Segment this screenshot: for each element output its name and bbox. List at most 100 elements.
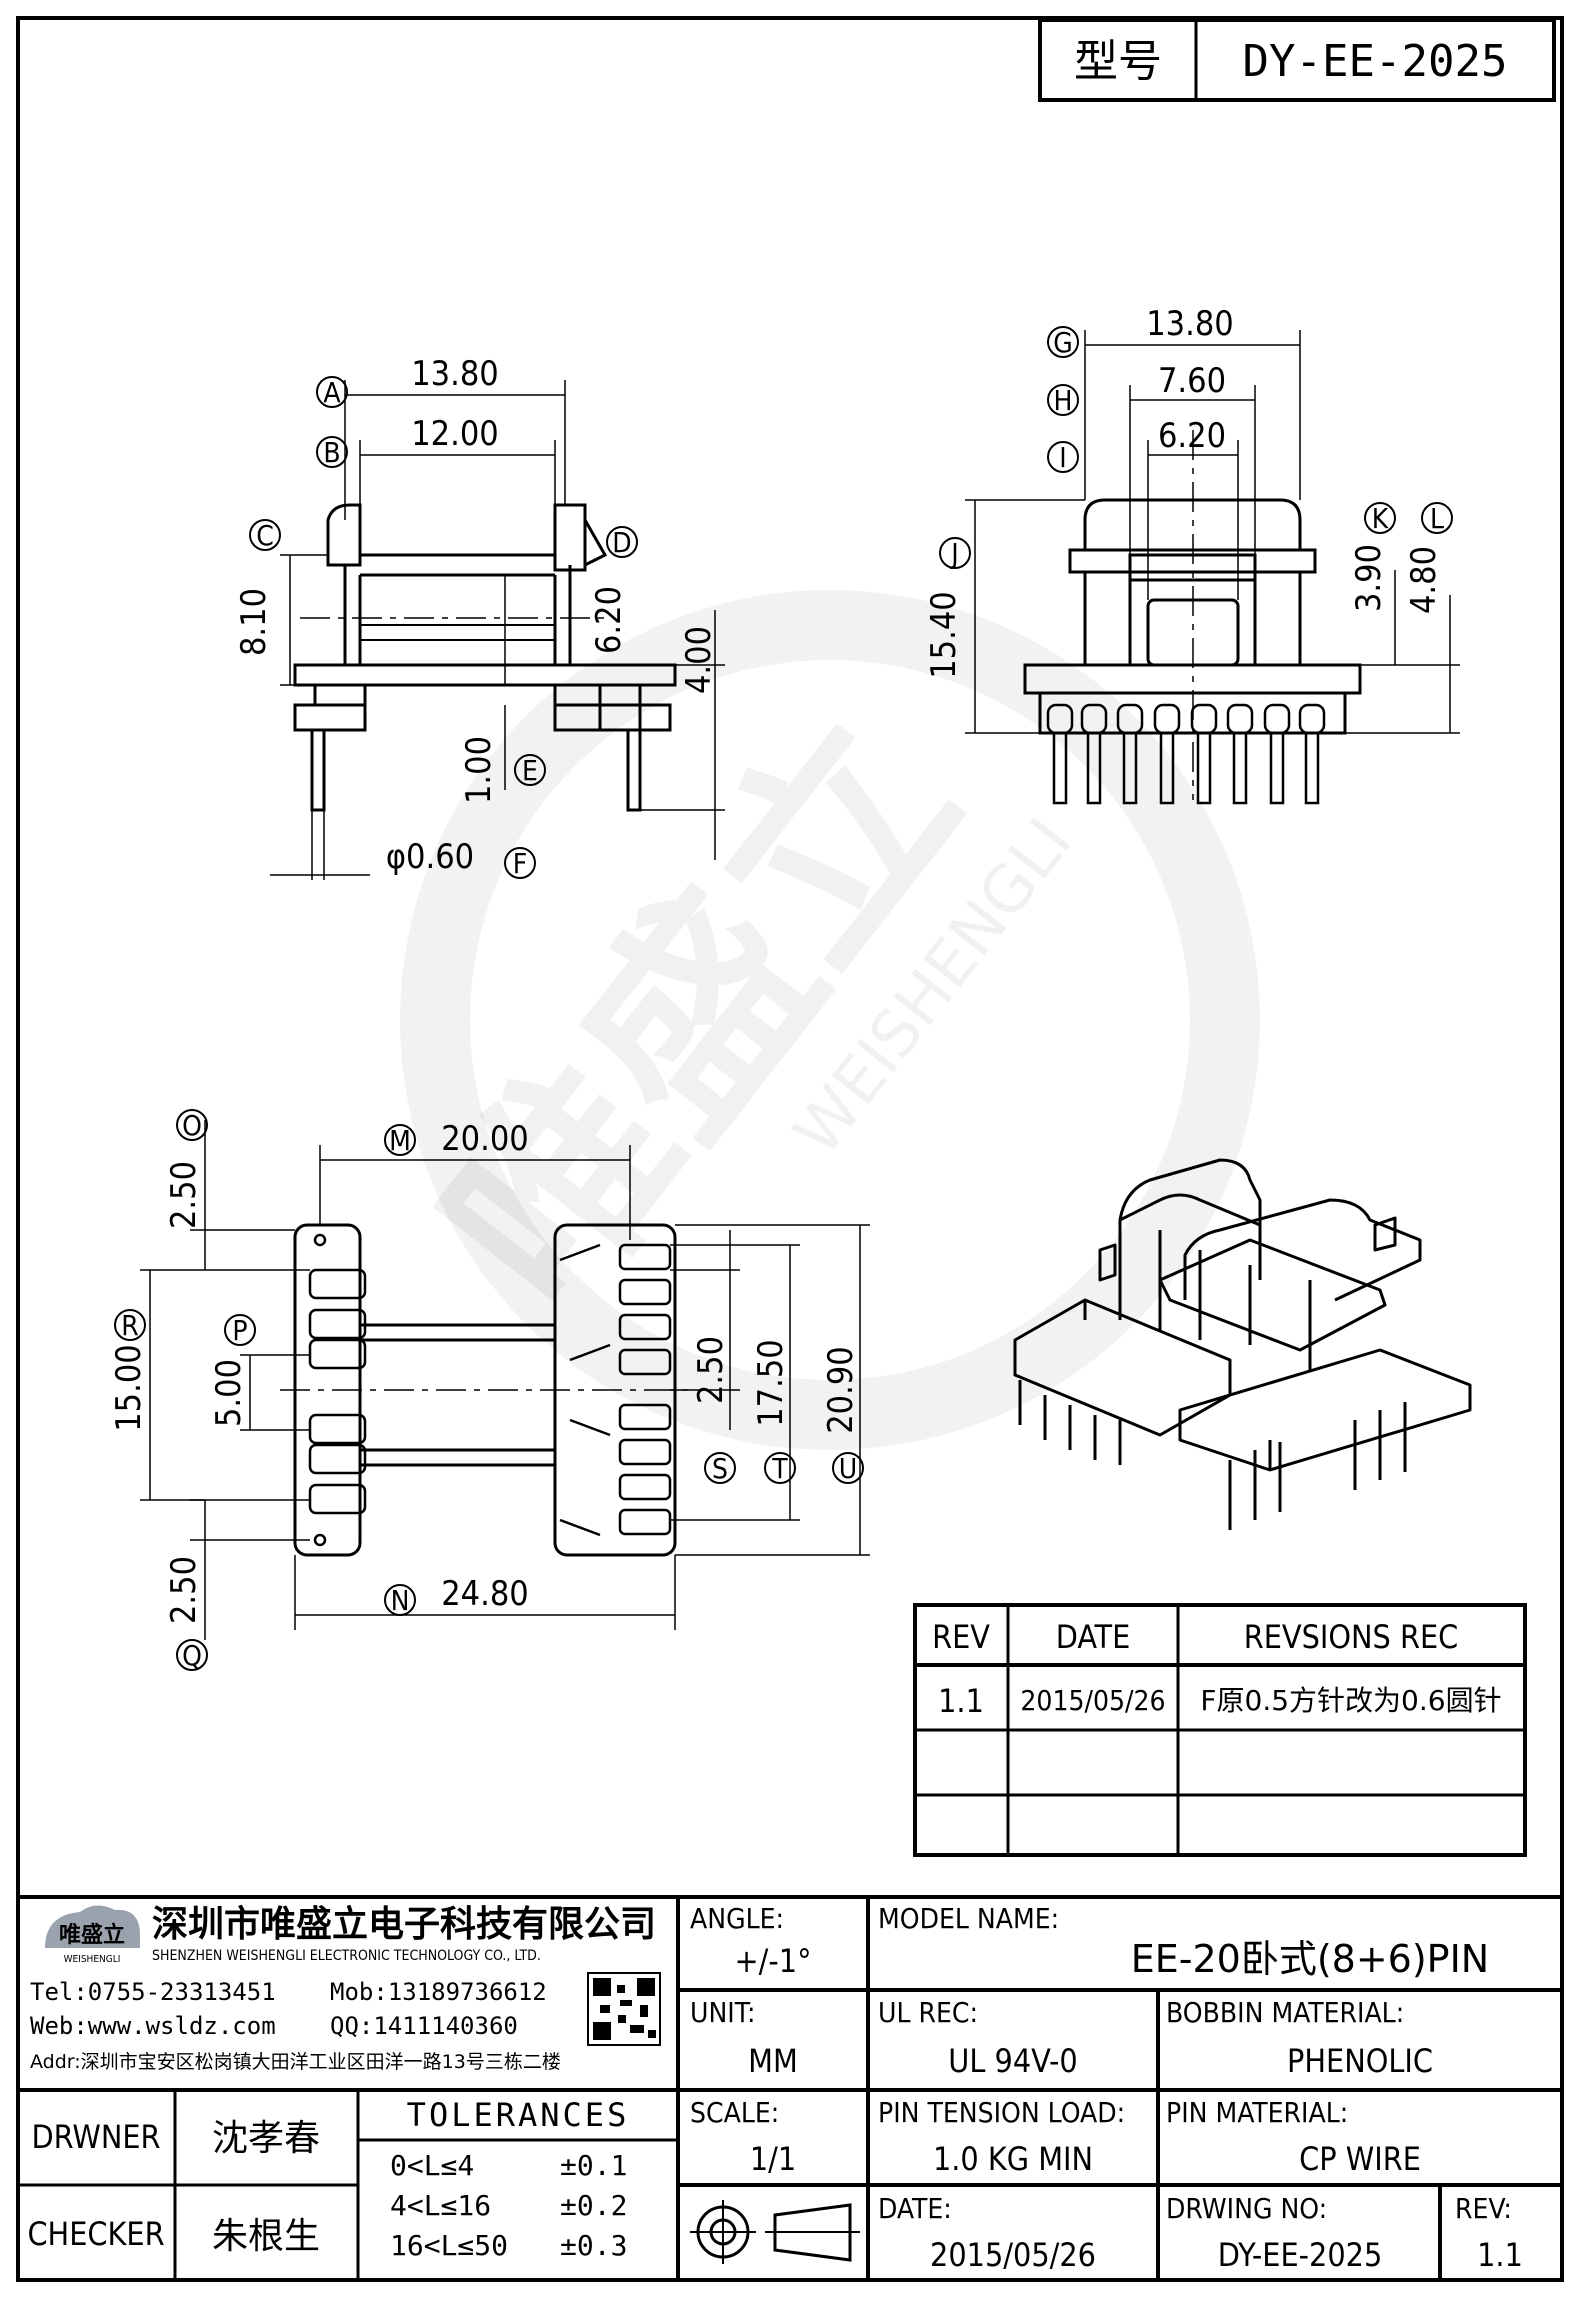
svg-text:S: S: [712, 1452, 728, 1485]
dim-e: 1.00: [459, 736, 499, 804]
isometric-view: [1013, 1158, 1472, 1530]
pin-material-value: CP WIRE: [1299, 2140, 1421, 2178]
dim-p: 5.00: [209, 1359, 249, 1427]
dim-q: 2.50: [164, 1556, 204, 1624]
drawer-name: 沈孝春: [212, 2118, 320, 2159]
marker-q-icon: Q: [176, 1639, 208, 1672]
watermark: 唯盛立 WEISHENGLI: [396, 590, 1260, 1450]
dim-a: 13.80: [411, 354, 499, 394]
tol-1-range: 0<L≤4: [390, 2149, 474, 2182]
bottom-view-labels: 20.00 24.80 2.50 15.00 5.00 2.50 2.50 17…: [109, 1109, 864, 1672]
revision-table: REV DATE REVSIONS REC 1.1 2015/05/26 F原0…: [913, 1603, 1527, 1857]
date-value: 2015/05/26: [930, 2236, 1096, 2274]
projection-symbol-icon: [690, 2200, 860, 2264]
bobbin-material-value: PHENOLIC: [1287, 2042, 1433, 2080]
svg-text:E: E: [522, 754, 538, 787]
dim-f: φ0.60: [386, 837, 474, 877]
marker-e-icon: E: [514, 754, 546, 787]
pin-material-label: PIN MATERIAL:: [1166, 2096, 1348, 2129]
marker-d-icon: D: [606, 526, 638, 559]
drawer-label: DRWNER: [31, 2118, 160, 2156]
tolerances-label: TOLERANCES: [407, 2096, 630, 2134]
sheet-border: [16, 16, 1564, 2282]
unit-label: UNIT:: [690, 1996, 756, 2029]
marker-b-icon: B: [316, 436, 348, 469]
rev-row-1-date: 2015/05/26: [1020, 1684, 1165, 1717]
svg-text:A: A: [323, 376, 341, 409]
svg-text:WEISHENGLI: WEISHENGLI: [64, 1954, 121, 1965]
side-view-dims: [270, 380, 725, 880]
dim-g: 13.80: [1146, 304, 1234, 344]
qr-code-icon: [587, 1972, 661, 2046]
checker-label: CHECKER: [27, 2215, 164, 2253]
marker-t-icon: T: [764, 1452, 796, 1485]
company-qq: QQ:1411140360: [330, 2012, 518, 2040]
marker-s-icon: S: [704, 1452, 736, 1485]
company-block: 唯盛立 WEISHENGLI 深圳市唯盛立电子科技有限公司 SHENZHEN W…: [30, 1904, 661, 2073]
company-web: Web:www.wsldz.com: [30, 2012, 276, 2040]
scale-value: 1/1: [750, 2140, 796, 2178]
dim-ht: 4.00: [679, 626, 719, 694]
dim-r: 15.00: [109, 1344, 149, 1432]
unit-value: MM: [748, 2042, 798, 2080]
angle-label: ANGLE:: [690, 1902, 784, 1935]
marker-a-icon: A: [316, 376, 348, 409]
company-tel: Tel:0755-23313451: [30, 1978, 276, 2006]
svg-text:P: P: [232, 1314, 247, 1347]
drawing-no-label: DRWING NO:: [1166, 2192, 1327, 2225]
dim-i: 6.20: [1158, 416, 1226, 456]
svg-text:R: R: [121, 1309, 139, 1342]
bottom-view-drawing: [280, 1223, 690, 1557]
tol-1-value: ±0.1: [560, 2149, 627, 2182]
marker-j-icon: J: [939, 537, 971, 570]
svg-text:K: K: [1372, 502, 1390, 535]
rev-header-date: DATE: [1056, 1618, 1131, 1656]
svg-text:H: H: [1054, 384, 1073, 417]
marker-n-icon: N: [384, 1584, 416, 1617]
tol-3-value: ±0.3: [560, 2229, 627, 2262]
dim-o: 2.50: [164, 1161, 204, 1229]
svg-text:I: I: [1059, 441, 1066, 474]
svg-text:G: G: [1053, 326, 1073, 359]
rev-label: REV:: [1455, 2192, 1512, 2225]
side-view-drawing: [293, 503, 677, 812]
title-block-lines: [18, 1895, 1562, 2280]
marker-p-icon: P: [224, 1314, 256, 1347]
svg-text:L: L: [1430, 502, 1444, 535]
tol-3-range: 16<L≤50: [390, 2229, 508, 2262]
marker-u-icon: U: [832, 1452, 864, 1485]
dim-h: 7.60: [1158, 361, 1226, 401]
marker-g-icon: G: [1047, 326, 1079, 359]
rev-header-rev: REV: [932, 1618, 990, 1656]
tol-2-value: ±0.2: [560, 2189, 627, 2222]
dim-j: 15.40: [924, 591, 964, 679]
marker-r-icon: R: [114, 1309, 146, 1342]
type-label: 型号: [1074, 36, 1162, 87]
svg-text:唯盛立: 唯盛立: [59, 1922, 125, 1948]
company-logo-icon: 唯盛立 WEISHENGLI: [45, 1905, 140, 1965]
model-code: DY-EE-2025: [1243, 36, 1508, 87]
bottom-view-dims: [140, 1120, 870, 1640]
dim-d: 6.20: [589, 586, 629, 654]
angle-value: +/-1°: [735, 1942, 812, 1980]
svg-text:C: C: [256, 519, 274, 552]
scale-label: SCALE:: [690, 2096, 779, 2129]
marker-k-icon: K: [1364, 502, 1396, 535]
front-view-labels: 13.80 7.60 6.20 15.40 3.90 4.80 G H I J …: [924, 304, 1453, 679]
pin-tension-value: 1.0 KG MIN: [933, 2140, 1093, 2178]
svg-text:Q: Q: [182, 1639, 202, 1672]
model-name-value: EE-20卧式(8+6)PIN: [1131, 1937, 1489, 1981]
ul-rec-label: UL REC:: [878, 1996, 978, 2029]
ul-rec-value: UL 94V-0: [948, 2042, 1077, 2080]
dim-s: 2.50: [691, 1336, 731, 1404]
company-name-en: SHENZHEN WEISHENGLI ELECTRONIC TECHNOLOG…: [152, 1948, 541, 1964]
svg-text:F: F: [513, 847, 528, 880]
marker-l-icon: L: [1421, 502, 1453, 535]
drawing-no-value: DY-EE-2025: [1218, 2236, 1383, 2274]
marker-o-icon: O: [176, 1109, 208, 1142]
dim-t: 17.50: [751, 1339, 791, 1427]
title-block-text: ANGLE: +/-1° MODEL NAME: EE-20卧式(8+6)PIN…: [27, 1902, 1522, 2274]
company-name-cn: 深圳市唯盛立电子科技有限公司: [152, 1904, 656, 1945]
marker-h-icon: H: [1047, 384, 1079, 417]
